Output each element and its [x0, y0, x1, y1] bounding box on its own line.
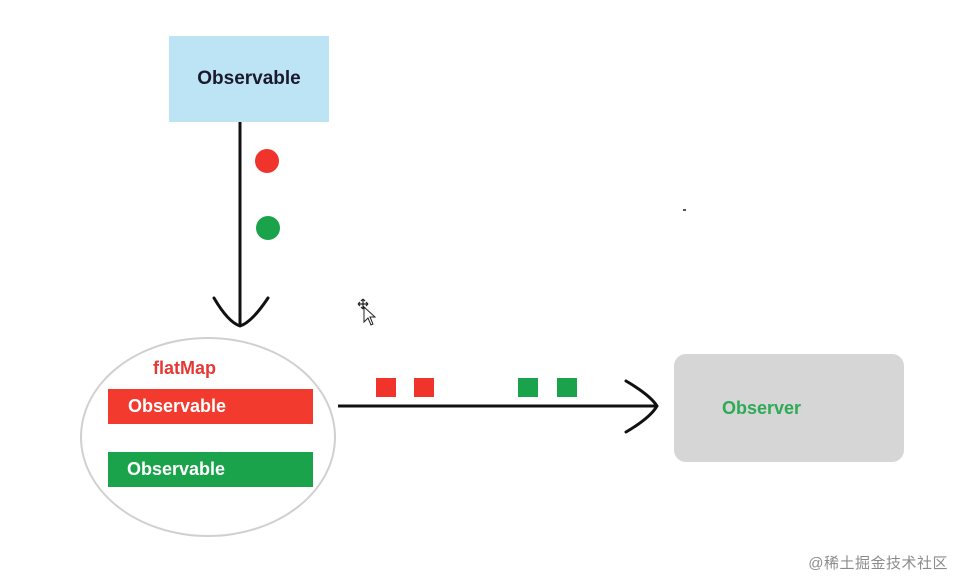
observer-box: Observer — [674, 354, 904, 462]
horizontal-arrow-head — [624, 379, 659, 434]
source-observable-box: Observable — [169, 36, 329, 122]
move-cursor-icon — [357, 298, 377, 326]
stray-mark — [683, 209, 686, 211]
output-item-green-2 — [557, 378, 577, 397]
output-item-red-2 — [414, 378, 434, 397]
observer-label: Observer — [722, 397, 802, 418]
watermark: @稀土掘金技术社区 — [808, 555, 948, 572]
inner-observable-red-label: Observable — [128, 396, 227, 416]
output-item-green-1 — [518, 378, 538, 397]
source-observable-label: Observable — [197, 68, 301, 89]
flatmap-label: flatMap — [153, 358, 216, 378]
emitted-item-green — [256, 216, 280, 240]
emitted-item-red — [255, 149, 279, 173]
flatmap-operator-ellipse — [80, 337, 336, 537]
inner-observable-green: Observable — [108, 452, 313, 487]
inner-observable-green-label: Observable — [127, 459, 226, 479]
output-item-red-1 — [376, 378, 396, 397]
inner-observable-red: Observable — [108, 389, 313, 424]
vertical-arrow-head — [212, 296, 270, 328]
